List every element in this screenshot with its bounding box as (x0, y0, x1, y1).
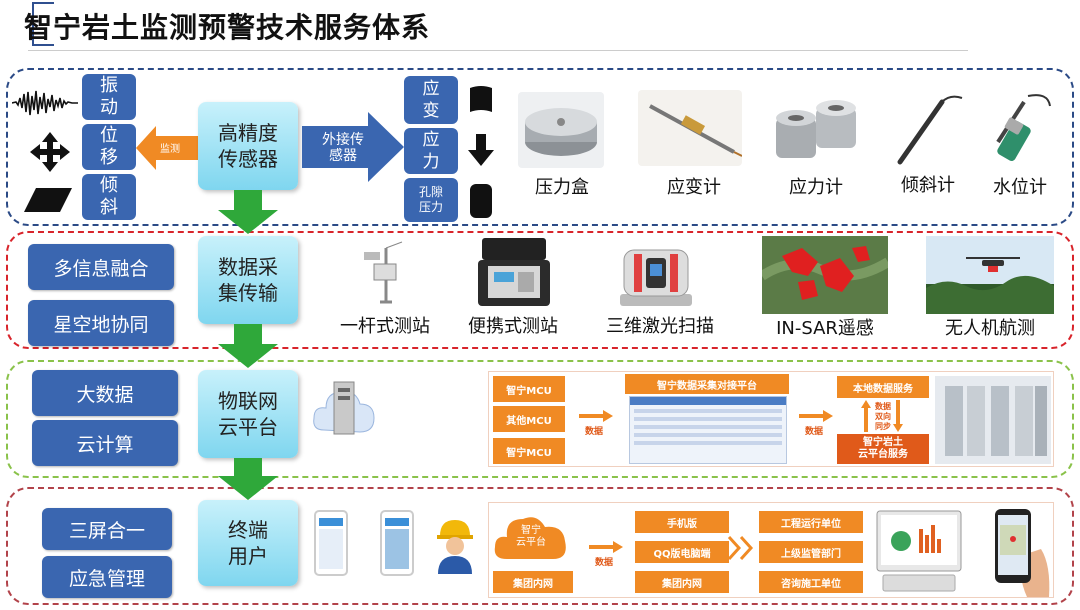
intranet-left: 集团内网 (493, 571, 573, 593)
laser-scanner-image (614, 240, 698, 310)
insar-map-image (759, 236, 891, 314)
external-sensor-label: 外接传 感器 (322, 132, 364, 164)
server-room-image (935, 376, 1051, 464)
panel-terminal (6, 487, 1074, 605)
strain-gauge-image (638, 90, 743, 166)
strain-glyph-icon (470, 86, 492, 112)
pole-station-image (350, 238, 420, 304)
tilt-parallelogram-icon (24, 188, 72, 212)
monitor-arrow-icon (136, 126, 198, 170)
client-desktop: QQ版电脑端 (635, 541, 729, 563)
item-laser-scanning: 三维激光扫描 (606, 316, 714, 337)
data-platform-flow: 智宁MCU 其他MCU 智宁MCU 数据 智宁数据采集对接平台 数据 本地数据服… (488, 371, 1054, 467)
phone-app-image-2 (380, 510, 414, 576)
iot-cloud-platform-box: 物联网 云平台 (198, 370, 298, 458)
terminal-data-label: 数据 (595, 558, 614, 568)
client-intranet: 集团内网 (635, 571, 729, 593)
type-pore-pressure: 孔隙 压力 (404, 178, 458, 222)
cloud-platform-icon (494, 517, 566, 559)
panel-sensing (6, 68, 1074, 226)
type-stress-text: 应力 (422, 130, 440, 172)
label-vibration: 振动 (82, 74, 136, 120)
unit-consulting: 咨询施工单位 (759, 571, 863, 593)
item-drone-survey: 无人机航测 (945, 318, 1035, 339)
type-strain: 应变 (404, 76, 458, 124)
three-screens-box: 三屏合一 (42, 508, 172, 550)
unit-operation: 工程运行单位 (759, 511, 863, 533)
emergency-mgmt-box: 应急管理 (42, 556, 172, 598)
sky-ground-collab-box: 星空地协同 (28, 300, 174, 346)
pore-pressure-glyph-icon (470, 184, 492, 218)
product-inclinometer: 倾斜计 (901, 175, 955, 196)
panel-cloud (6, 360, 1074, 478)
worker-helmet-icon (437, 520, 473, 574)
inclinometer-image (888, 92, 968, 168)
stress-meter-image (772, 94, 860, 168)
local-data-service: 本地数据服务 (837, 376, 929, 398)
handheld-phone-image (987, 505, 1053, 597)
flow-arrow-1-icon (218, 190, 278, 234)
product-stress-meter: 应力计 (789, 177, 843, 198)
product-water-level-meter: 水位计 (993, 177, 1047, 198)
product-strain-gauge: 应变计 (667, 177, 721, 198)
unit-supervision: 上级监管部门 (759, 541, 863, 563)
platform-title: 智宁数据采集对接平台 (625, 374, 789, 394)
high-precision-sensor-box: 高精度 传感器 (198, 102, 298, 190)
monitor-label: 监测 (160, 144, 180, 155)
phone-app-image-1 (314, 510, 348, 576)
label-tilt-text: 倾斜 (100, 175, 118, 218)
label-tilt: 倾斜 (82, 174, 136, 220)
terminal-data-arrow-icon (589, 541, 623, 553)
cloud-computing-box: 云计算 (32, 420, 178, 466)
sync-down-arrow-icon (893, 400, 903, 432)
displacement-arrows-icon (30, 132, 70, 172)
terminal-flow: 智宁 云平台 集团内网 数据 手机版 QQ版电脑端 集团内网 工程运行单位 上级… (488, 502, 1054, 598)
item-pole-station: 一杆式测站 (340, 316, 430, 337)
stress-down-arrow-icon (468, 134, 494, 166)
vibration-wave-icon (12, 90, 78, 116)
data-label-2: 数据 (805, 427, 824, 437)
flow-arrow-3-icon (218, 458, 278, 500)
cloud-platform-label: 智宁 云平台 (516, 525, 546, 548)
data-acquisition-box: 数据采 集传输 (198, 236, 298, 324)
multi-info-fusion-box: 多信息融合 (28, 244, 174, 290)
terminal-user-box: 终端 用户 (198, 500, 298, 586)
sync-up-arrow-icon (861, 400, 871, 432)
portable-station-image (474, 236, 554, 310)
item-insar: IN-SAR遥感 (776, 318, 874, 339)
type-strain-text: 应变 (422, 79, 440, 121)
double-chevron-icon (727, 535, 754, 561)
sync-label: 数据 双向 同步 (875, 402, 891, 431)
mcu-2: 其他MCU (493, 406, 565, 432)
title-divider (28, 50, 968, 51)
label-displacement: 位移 (82, 124, 136, 170)
cloud-server-icon (313, 381, 375, 435)
client-mobile: 手机版 (635, 511, 729, 533)
desktop-monitor-image (875, 507, 963, 595)
mcu-3: 智宁MCU (493, 438, 565, 464)
data-arrow-2-icon (799, 410, 833, 422)
product-pressure-cell: 压力盒 (535, 177, 589, 198)
data-label-1: 数据 (585, 427, 604, 437)
drone-survey-image (926, 236, 1054, 314)
big-data-box: 大数据 (32, 370, 178, 416)
label-displacement-text: 位移 (100, 125, 118, 168)
panel-acquisition (6, 231, 1074, 349)
flow-arrow-2-icon (218, 324, 278, 368)
page-title: 智宁岩土监测预警技术服务体系 (24, 11, 431, 44)
title-bracket (32, 2, 54, 46)
external-sensor-arrow-icon (302, 112, 404, 182)
item-portable-station: 便携式测站 (468, 316, 558, 337)
label-vibration-text: 振动 (100, 75, 118, 118)
mcu-1: 智宁MCU (493, 376, 565, 402)
type-stress: 应力 (404, 128, 458, 174)
water-level-meter-image (978, 92, 1058, 168)
pressure-cell-image (518, 92, 604, 168)
cloud-platform-service: 智宁岩土 云平台服务 (837, 434, 929, 464)
data-arrow-1-icon (579, 410, 613, 422)
platform-screenshot (629, 396, 787, 464)
